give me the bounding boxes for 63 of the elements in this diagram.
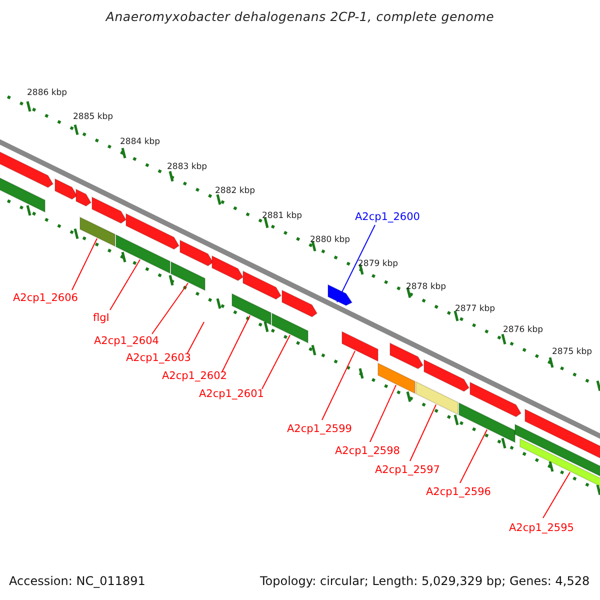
gene-feature xyxy=(54,178,78,200)
leader-line xyxy=(262,334,290,390)
gene-feature xyxy=(524,408,600,459)
gene-bar xyxy=(416,381,458,416)
gene-feature xyxy=(424,359,470,392)
gene-label: A2cp1_2597 xyxy=(375,464,440,477)
scale-label: 2878 kbp xyxy=(406,282,446,292)
gene-feature xyxy=(76,188,92,207)
leader-line xyxy=(222,315,250,372)
scale-label: 2879 kbp xyxy=(358,259,398,270)
scale-label: 2886 kbp xyxy=(27,88,68,98)
gene-feature xyxy=(92,196,127,224)
gene-label: A2cp1_2599 xyxy=(287,423,352,436)
gene-label: A2cp1_2595 xyxy=(509,522,574,535)
gene-bar xyxy=(170,261,206,292)
gene-feature xyxy=(328,284,353,306)
scale-label: 2877 kbp xyxy=(455,304,496,314)
gene-label: A2cp1_2600 xyxy=(355,211,420,224)
scale-label: 2881 kbp xyxy=(262,211,302,222)
scale-label: 2882 kbp xyxy=(215,186,256,196)
gene-feature xyxy=(180,239,214,266)
gene-bar xyxy=(80,216,116,248)
gene-label: flgI xyxy=(93,312,110,325)
scale-label: 2876 kbp xyxy=(503,325,544,336)
gene-label: A2cp1_2601 xyxy=(199,388,264,401)
leader-line xyxy=(72,238,98,290)
gene-bar xyxy=(514,424,600,480)
leader-line xyxy=(542,472,570,518)
gene-bar xyxy=(378,362,416,394)
leader-line xyxy=(370,384,396,442)
leader-line xyxy=(186,322,204,354)
gene-label: A2cp1_2602 xyxy=(162,370,227,383)
scale-label: 2885 kbp xyxy=(73,112,114,122)
gene-bar xyxy=(232,292,272,326)
gene-bar xyxy=(272,312,308,344)
gene-feature xyxy=(242,270,282,300)
gene-bar xyxy=(342,330,378,362)
footer-text: Topology: circular; Length: 5,029,329 bp; Genes: 4,528 xyxy=(260,574,590,588)
gene-feature xyxy=(390,342,424,370)
gene-feature xyxy=(470,382,522,418)
leader-line xyxy=(322,350,356,420)
scale-label: 2880 kbp xyxy=(310,235,350,246)
leader-line xyxy=(152,282,188,334)
gene-bar xyxy=(458,402,516,444)
scale-label: 2883 kbp xyxy=(167,162,208,172)
gene-label: A2cp1_2598 xyxy=(335,445,400,458)
gene-bar xyxy=(520,438,600,490)
gene-label: A2cp1_2606 xyxy=(13,292,78,305)
footer-text: Accession: NC_011891 xyxy=(9,574,146,588)
gene-feature xyxy=(126,212,180,250)
gene-feature xyxy=(212,255,244,282)
gene-bar xyxy=(116,234,170,274)
title: Anaeromyxobacter dehalogenans 2CP-1, complete genome xyxy=(104,9,496,24)
gene-label: A2cp1_2596 xyxy=(426,486,491,499)
leader-line xyxy=(460,429,488,484)
scale-label: 2875 kbp xyxy=(552,347,592,358)
gene-label: A2cp1_2604 xyxy=(94,335,159,348)
leader-line xyxy=(110,259,140,310)
scale-label: 2884 kbp xyxy=(120,137,160,148)
leader-line xyxy=(336,224,376,303)
leader-line xyxy=(410,404,436,462)
gene-label: A2cp1_2603 xyxy=(126,352,191,365)
gene-feature xyxy=(282,289,318,318)
